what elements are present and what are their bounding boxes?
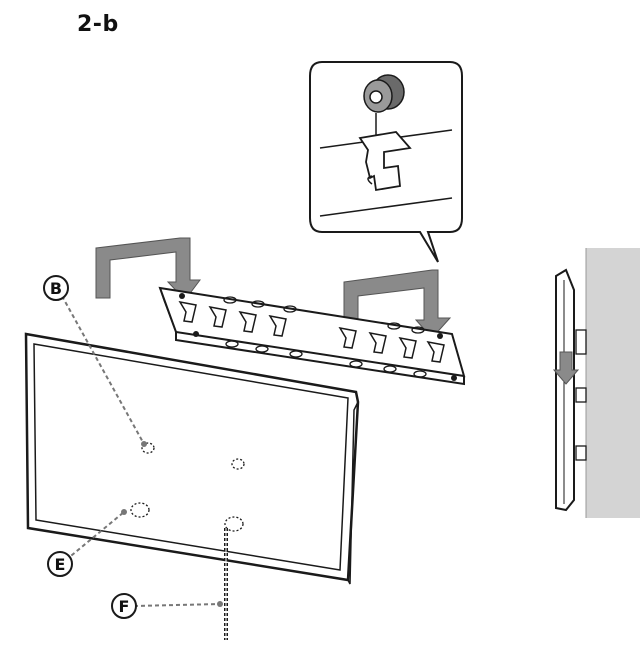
- tv-side-profile: [555, 268, 575, 512]
- spacer-screw-icon: [363, 74, 405, 170]
- side-view: [552, 248, 640, 518]
- screw-hole-lower-right: [224, 516, 244, 532]
- screw-hole-lower-left: [130, 502, 150, 518]
- callout-b-label: B: [50, 279, 62, 298]
- wall-side-view: [586, 248, 640, 518]
- wall-mount-bracket: [158, 286, 466, 386]
- callout-f: F: [111, 593, 137, 619]
- detail-callout: [309, 61, 463, 263]
- tv-panel: [24, 332, 360, 585]
- screw-hole-upper-right: [231, 458, 245, 470]
- callout-f-label: F: [119, 597, 130, 616]
- callout-e: E: [47, 551, 73, 577]
- detail-floor-line: [319, 197, 453, 217]
- callout-b: B: [43, 275, 69, 301]
- step-title: 2-b: [77, 12, 119, 37]
- hook-bracket-icon: [358, 131, 412, 192]
- dashed-leaders: [61, 295, 221, 607]
- down-arrow-icon: [552, 351, 580, 385]
- callout-e-label: E: [55, 555, 66, 574]
- screw-hole-upper-left: [141, 442, 155, 454]
